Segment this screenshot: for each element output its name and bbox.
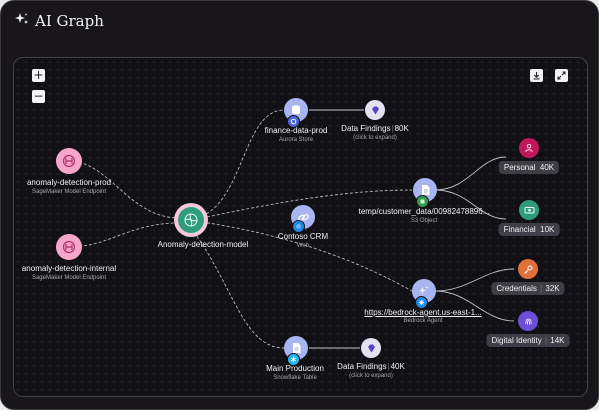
edge-model-finance [201,109,285,217]
expand-icon [557,71,566,80]
category-pill: Digital Identity | 14K [486,334,570,347]
web-badge-icon [292,220,305,233]
node-type: SageMaker Model Endpoint [31,275,107,281]
node-name: anomaly-detection-internal [21,264,117,273]
category-pill: Credentials | 32K [491,282,565,295]
node-type: Bedrock Agent [403,318,443,324]
person-icon [519,138,539,158]
sparkles-icon [15,12,29,31]
graph-canvas[interactable]: + − anomaly-detection-prod SageMaker Mod… [13,57,588,397]
node-name: anomaly-detection-prod [26,178,112,187]
node-type: Snowflake Table [273,375,317,381]
findings-label: Data Findings [337,362,387,371]
aurora-badge-icon [287,115,300,128]
edge-prod-model [68,160,180,219]
bedrock-badge-icon [415,296,428,309]
category-pill: Personal 40K [498,161,560,174]
app-title: AI Graph [35,12,104,30]
zoom-in-button[interactable]: + [32,68,45,82]
category-name: Credentials [496,284,537,293]
gem-icon [365,100,385,120]
findings-count: 80K [394,124,409,133]
edge-model-bedrock [201,221,413,292]
edge-model-snowflake [193,231,285,349]
category-name: Digital Identity [491,336,542,345]
gem-icon [361,338,381,358]
fingerprint-icon [518,311,538,331]
node-name: Anomaly-detection-model [157,240,249,249]
node-name: temp/customer_data/00982478896... [358,207,490,216]
expand-hint: (click to expand) [353,135,397,141]
model-endpoint-icon [56,234,82,260]
category-count: 10K [540,225,555,234]
edge-bedrock-digital [434,290,515,322]
node-name: Main Production [266,364,324,373]
category-name: Financial [503,225,536,234]
node-name: Contoso CRM [277,232,329,241]
model-node-ring [174,203,208,237]
snowflake-badge-icon [287,353,300,366]
ai-model-icon [178,207,204,233]
download-button[interactable] [530,69,543,82]
edge-model-s3 [201,189,413,219]
category-count: 32K [545,284,560,293]
fullscreen-button[interactable] [555,69,568,82]
expand-hint: (click to expand) [349,373,393,379]
model-endpoint-icon [56,148,82,174]
edge-s3-financial [434,189,507,220]
node-type: Web [296,243,310,249]
bedrock-agent-link[interactable]: https://bedrock-agent.us-east-1... [364,308,482,317]
edge-s3-personal [434,156,507,191]
banknote-icon [519,200,539,220]
header: AI Graph [15,11,104,31]
category-name: Personal [503,163,536,172]
category-count: 14K [550,336,565,345]
node-type: S3 Object [410,218,438,224]
category-count: 40K [539,163,555,172]
category-pill: Financial 10K [498,223,560,236]
findings-count: 40K [390,362,405,371]
download-icon [533,72,540,80]
node-type: SageMaker Model Endpoint [31,189,107,195]
node-type: Aurora Store [278,137,314,143]
s3-badge-icon [416,195,429,208]
edge-bedrock-credentials [434,268,515,292]
node-name: finance-data-prod [264,126,328,135]
findings-label: Data Findings [341,124,391,133]
zoom-out-button[interactable]: − [32,89,45,103]
key-icon [518,259,538,279]
graph-edges [68,109,515,349]
